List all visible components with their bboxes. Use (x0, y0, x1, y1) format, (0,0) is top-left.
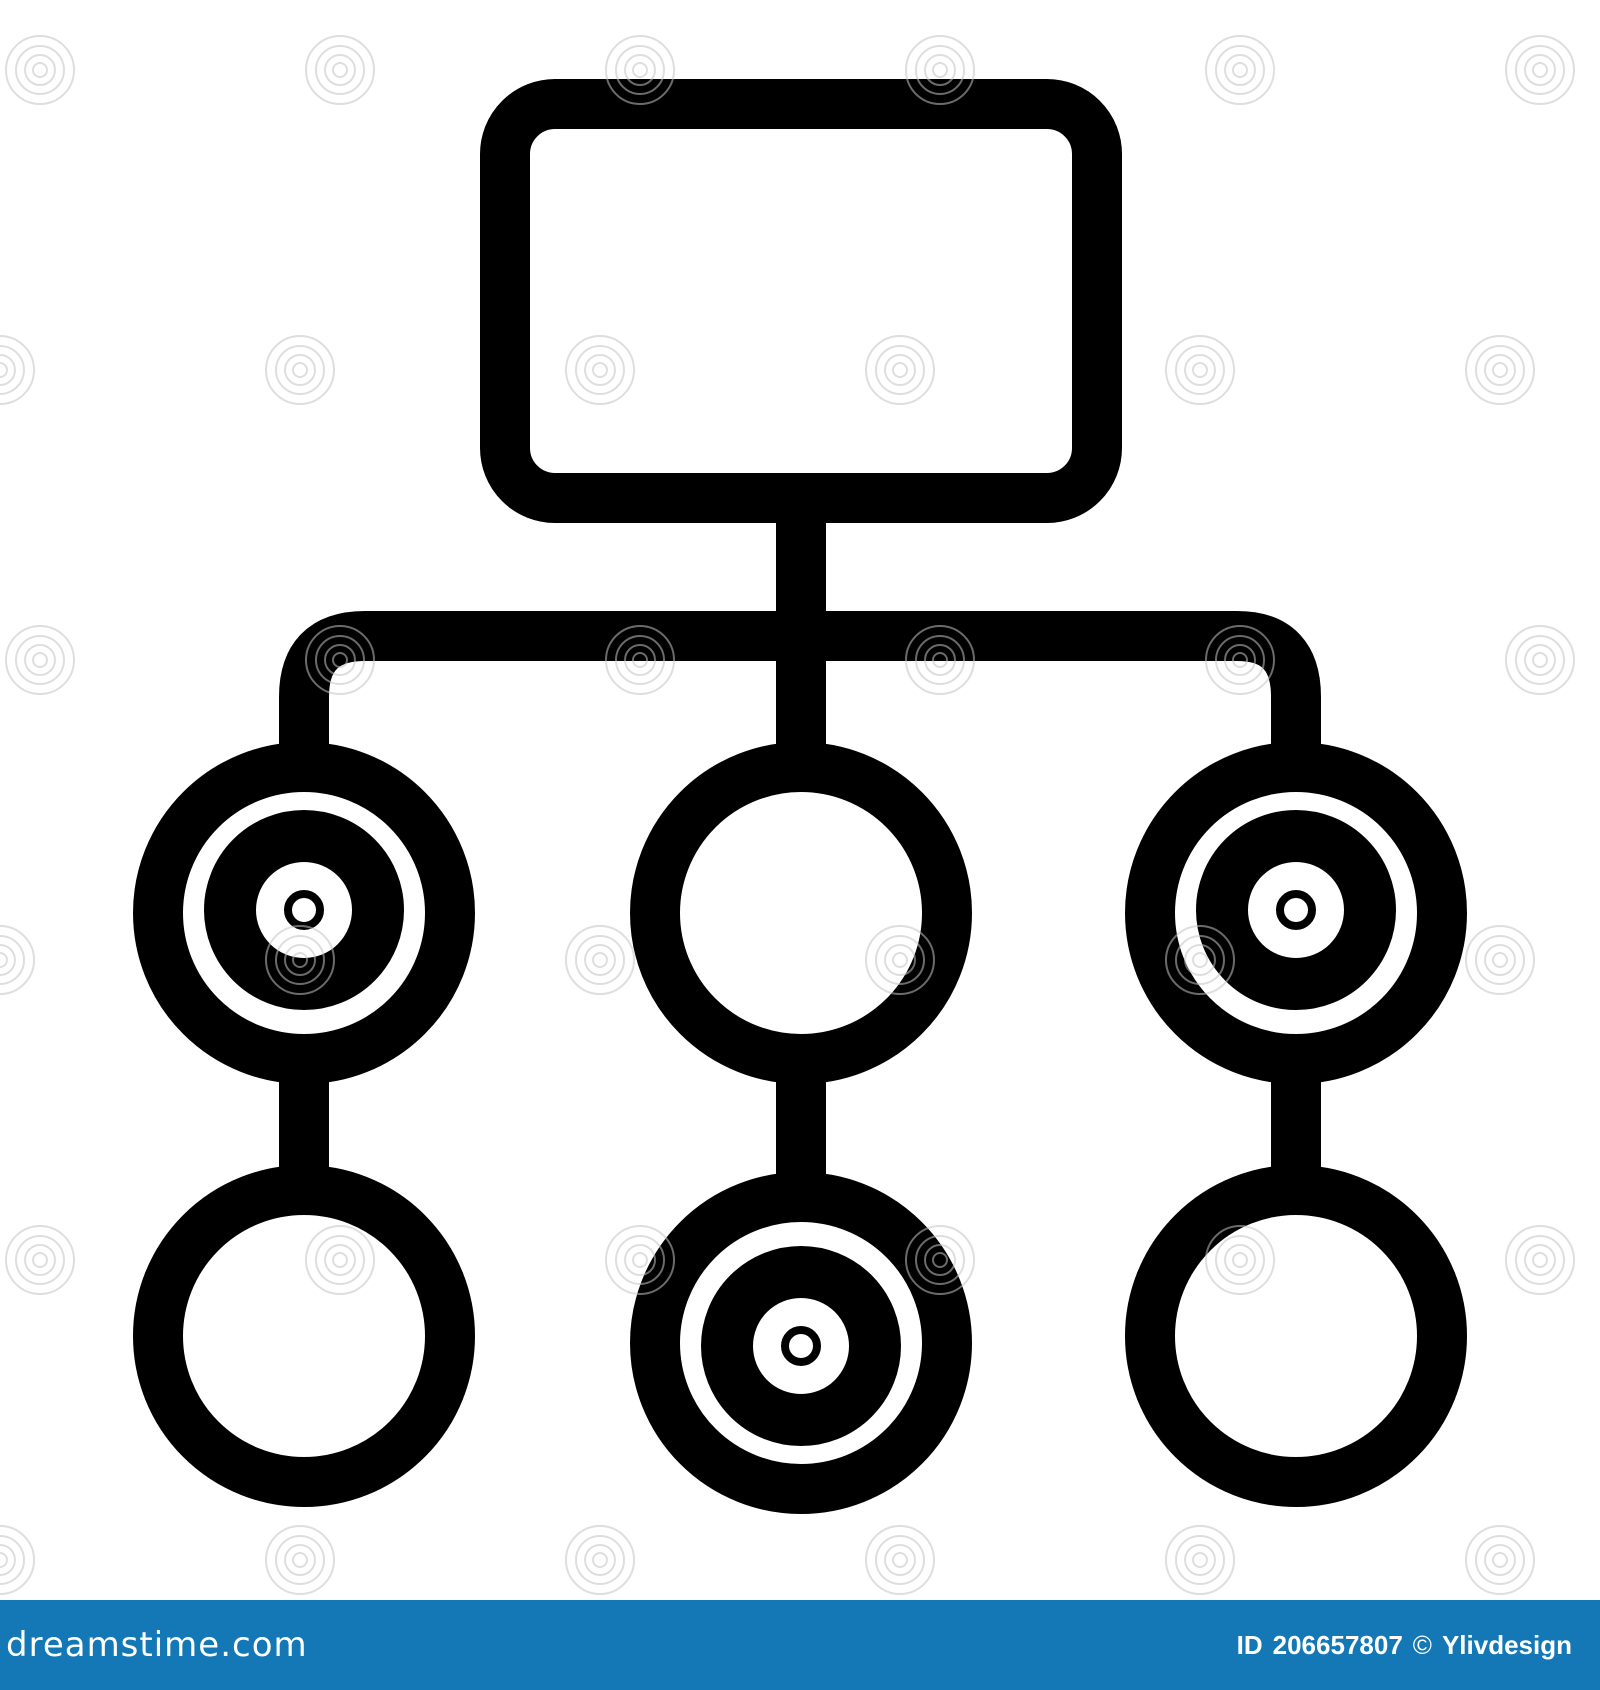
left-lower-node (133, 1165, 475, 1507)
center-lower-target-dot (781, 1326, 821, 1366)
root-node-box (480, 79, 1122, 523)
author-name: Ylivdesign (1441, 1629, 1572, 1660)
image-credit: ID 206657807 © Ylivdesign (1237, 1630, 1572, 1661)
hierarchy-structure-icon (133, 79, 1467, 1514)
right-upper-target-dot (1276, 890, 1316, 930)
id-label: ID (1236, 1629, 1263, 1660)
center-upper-node (630, 742, 972, 1084)
right-lower-node (1125, 1165, 1467, 1507)
center-lower-node (630, 1172, 972, 1514)
left-upper-target-dot (284, 890, 324, 930)
brand-label[interactable]: dreamstime.com (6, 1625, 308, 1665)
center-lower-target-ring (701, 1246, 901, 1446)
right-upper-target-ring (1196, 810, 1396, 1010)
copyright-icon: © (1412, 1629, 1432, 1660)
left-upper-target-ring (204, 810, 404, 1010)
id-value: 206657807 (1272, 1629, 1403, 1660)
footer-bar: dreamstime.com ID 206657807 © Ylivdesign (0, 1600, 1600, 1690)
